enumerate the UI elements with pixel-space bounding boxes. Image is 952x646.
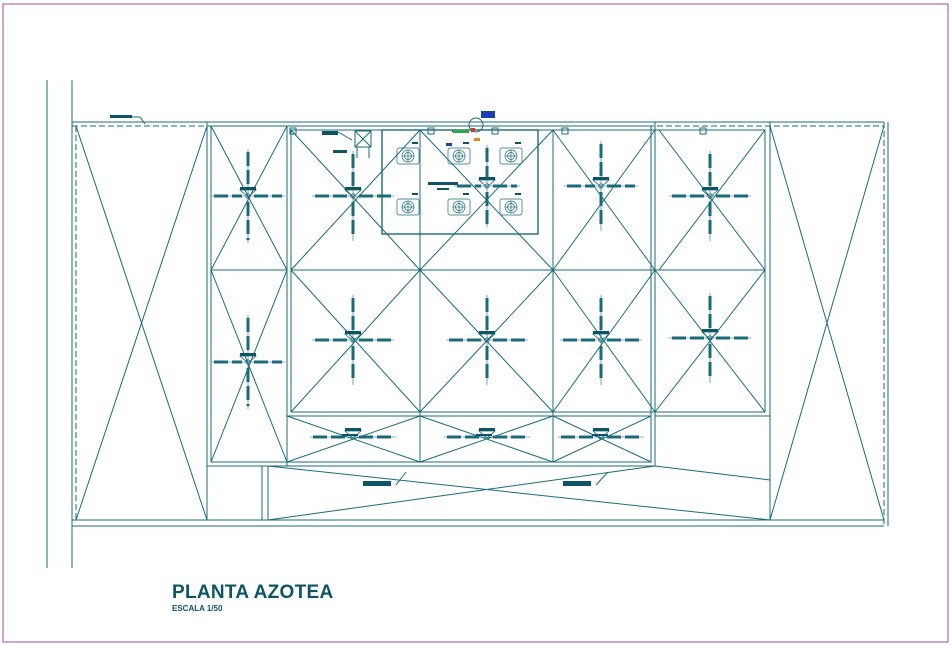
annotation-tag: [476, 434, 492, 436]
slope-arrow-icon: [446, 295, 528, 385]
annotation-tag: [563, 481, 591, 486]
r2c3-x2: [552, 269, 656, 413]
exhaust-fan-icon: [499, 193, 523, 216]
annotation-tag: [110, 115, 132, 118]
slope-arrow-icon: [211, 149, 285, 243]
slope-arrow-icon: [669, 293, 751, 383]
roof-drain-icon: [699, 127, 707, 135]
drawing-title: PLANTA AZOTEA: [172, 582, 334, 603]
r1c4-x2: [658, 129, 766, 271]
red-mark: [471, 128, 475, 132]
slope-arrow-icon: [211, 315, 285, 409]
main-roof-outline: [206, 121, 656, 467]
slope-arrow-icon: [310, 428, 396, 440]
annotation-tag: [322, 131, 338, 135]
green-mark: [453, 130, 469, 133]
lower-band-x-2: [267, 465, 656, 521]
right-x-2: [769, 125, 885, 521]
lc-p2-x2: [210, 269, 288, 463]
roof-drain-icon: [491, 127, 499, 135]
drawing-scale: ESCALA 1/50: [172, 604, 223, 613]
annotation-tag: [333, 150, 347, 153]
slope-arrow-icon: [558, 428, 644, 440]
slope-arrow-icon: [454, 145, 520, 227]
annotation-tag: [428, 182, 458, 185]
lower-band-x-1: [267, 465, 771, 521]
annotation-tag: [437, 188, 449, 190]
roof-hatch-icon: [354, 130, 372, 148]
vent-pipe-icon: [468, 117, 484, 133]
orange-mark: [474, 138, 480, 141]
vent-label: [481, 112, 495, 118]
exhaust-fan-icon: [396, 142, 420, 165]
r1c1-x2: [290, 129, 421, 271]
left-x-2: [75, 125, 208, 521]
exhaust-fan-icon: [447, 142, 471, 165]
r1c3-x2: [552, 129, 656, 271]
roof-drain-icon: [561, 127, 569, 135]
slope-arrow-icon: [312, 295, 394, 385]
exhaust-fan-icon: [447, 193, 471, 216]
slope-arrow-icon: [444, 428, 530, 440]
annotation-tag: [342, 434, 358, 436]
roof-drain-icon: [289, 127, 297, 135]
exhaust-fan-icon: [396, 193, 420, 216]
annotation-tag: [592, 434, 608, 436]
slope-arrow-icon: [312, 151, 394, 241]
roof-plan: [46, 80, 889, 568]
blue-mark: [446, 143, 452, 146]
right-wing-outline: [654, 121, 771, 417]
slope-arrow-icon: [669, 151, 751, 241]
roof-drain-icon: [427, 127, 435, 135]
slope-arrow-icon: [560, 295, 642, 385]
r2c1-x2: [290, 269, 421, 413]
main-roof-inner: [210, 125, 652, 463]
exhaust-fan-icon: [499, 142, 523, 165]
annotation-tag: [363, 481, 391, 486]
sheet-border: [2, 3, 949, 643]
lower-band-x-3: [654, 465, 771, 481]
central-grid-outline: [290, 129, 766, 413]
slope-arrow-icon: [564, 141, 638, 231]
